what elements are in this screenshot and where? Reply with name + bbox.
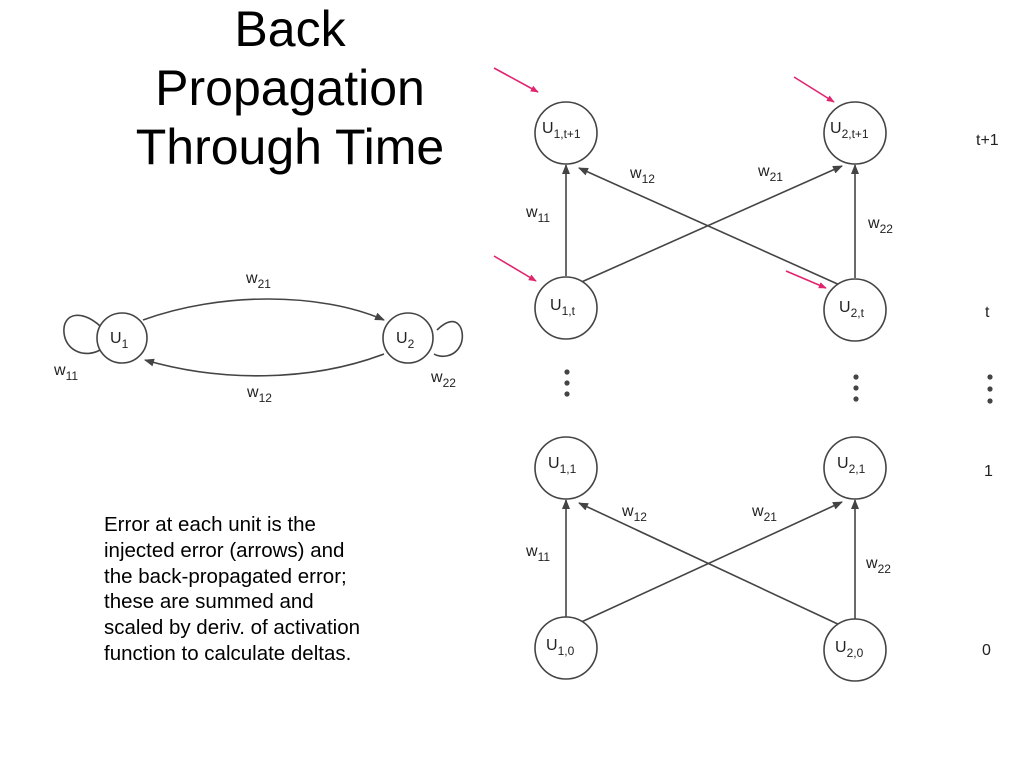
injected-error-arrow xyxy=(793,76,835,103)
label-w22-lower: w22 xyxy=(865,555,891,576)
time-label-t-plus-1: t+1 xyxy=(976,132,999,149)
node-u2-1 xyxy=(823,436,887,500)
u2-label: U2 xyxy=(396,330,415,351)
time-label-t: t xyxy=(985,304,990,321)
w11-label: w11 xyxy=(53,362,78,383)
injected-error-arrow xyxy=(493,67,539,93)
label-w21-upper: w21 xyxy=(757,163,783,184)
unrolled-edges xyxy=(562,164,859,627)
ellipsis-dot xyxy=(564,369,570,375)
node-u2-0 xyxy=(823,618,887,682)
label-w22-upper: w22 xyxy=(867,215,893,236)
recurrent-labels: U1 U2 w21 w12 w11 w22 xyxy=(53,270,456,405)
time-label-1: 1 xyxy=(984,463,993,480)
edge-w12-lower xyxy=(578,502,843,627)
node-u1-t xyxy=(534,276,598,340)
u1-label: U1 xyxy=(110,330,129,351)
unrolled-nodes xyxy=(534,101,887,682)
label-u2-0: U2,0 xyxy=(835,639,864,660)
edge-w21-lower xyxy=(576,501,843,625)
self-loop-w22 xyxy=(433,320,464,358)
label-w11-upper: w11 xyxy=(525,204,550,225)
unit-u2 xyxy=(382,312,434,364)
node-u1-t-plus-1 xyxy=(534,101,598,165)
node-u1-1 xyxy=(534,436,598,500)
ellipsis-dot xyxy=(987,398,993,404)
title-line: Propagation xyxy=(155,60,425,116)
title-line: Through Time xyxy=(135,119,445,175)
ellipsis-dot xyxy=(987,386,993,392)
ellipsis-dot xyxy=(853,385,859,391)
caption-line: injected error (arrows) and xyxy=(104,538,345,562)
label-w11-lower: w11 xyxy=(525,543,550,564)
ellipsis-dots xyxy=(564,369,993,404)
caption-line: Error at each unit is the xyxy=(104,513,316,536)
time-labels: t+1 t 1 0 xyxy=(976,132,999,659)
injected-error-arrow xyxy=(785,270,827,289)
time-label-0: 0 xyxy=(982,642,991,659)
label-w12-lower: w12 xyxy=(621,503,647,524)
w21-label: w21 xyxy=(245,270,271,291)
self-loop-w11 xyxy=(63,314,105,355)
unrolled-weight-labels: w12 w21 w11 w22 w12 w21 w11 w22 xyxy=(525,163,893,576)
injected-error-arrows xyxy=(493,67,835,289)
label-w21-lower: w21 xyxy=(751,503,777,524)
node-u2-t xyxy=(823,278,887,342)
ellipsis-dot xyxy=(853,396,859,402)
w22-label: w22 xyxy=(430,369,456,390)
ellipsis-dot xyxy=(987,374,993,380)
edge-u1-to-u2 xyxy=(142,298,385,321)
ellipsis-dot xyxy=(853,374,859,380)
ellipsis-dot xyxy=(564,380,570,386)
edge-w12-upper xyxy=(578,167,843,287)
unit-u1 xyxy=(96,312,148,364)
injected-error-arrow xyxy=(493,255,537,282)
title-line: Back xyxy=(234,1,346,57)
label-w12-upper: w12 xyxy=(629,165,655,186)
caption-line: the back-propagated error; xyxy=(104,564,347,588)
w12-label: w12 xyxy=(246,384,272,405)
label-u1-1: U1,1 xyxy=(548,455,577,476)
caption-line: function to calculate deltas. xyxy=(104,641,352,665)
label-u2-t-plus-1: U2,t+1 xyxy=(830,120,869,141)
unrolled-node-labels: U1,t+1 U2,t+1 U1,t U2,t U1,1 U2,1 U1,0 U… xyxy=(542,120,869,660)
label-u1-t-plus-1: U1,t+1 xyxy=(542,120,581,141)
label-u1-0: U1,0 xyxy=(546,637,575,658)
slide-title: Back Propagation Through Time xyxy=(60,0,520,177)
recurrent-network xyxy=(63,298,464,377)
node-u2-t-plus-1 xyxy=(823,101,887,165)
caption-line: these are summed and xyxy=(104,590,314,614)
ellipsis-dot xyxy=(564,391,570,397)
label-u2-1: U2,1 xyxy=(837,455,866,476)
node-u1-0 xyxy=(534,616,598,680)
edge-u2-to-u1 xyxy=(144,353,385,377)
label-u1-t: U1,t xyxy=(550,297,576,318)
caption-text: Error at each unit is the injected error… xyxy=(104,512,444,667)
caption-line: scaled by deriv. of activation xyxy=(104,616,360,640)
label-u2-t: U2,t xyxy=(839,299,865,320)
edge-w21-upper xyxy=(576,165,843,285)
